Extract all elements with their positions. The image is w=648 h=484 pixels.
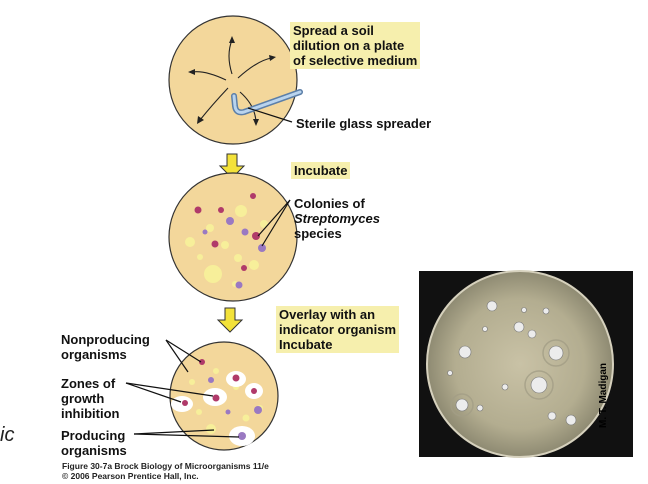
label-colonies: Colonies of Streptomyces species <box>294 196 380 241</box>
label-colonies-line1: Colonies of <box>294 196 365 211</box>
petri-dish-photo <box>419 270 633 458</box>
label-incubate: Incubate <box>291 162 351 179</box>
arrow-down-1 <box>218 153 246 179</box>
label-zones-line3: inhibition <box>61 406 120 421</box>
label-spread: Spread a soil dilution on a plate of sel… <box>290 22 421 69</box>
label-zones-line2: growth <box>61 391 105 406</box>
plate-inhibition <box>125 339 279 451</box>
label-spread-line2: dilution on a plate <box>293 38 405 53</box>
caption-line2: © 2006 Pearson Prentice Hall, Inc. <box>62 470 199 481</box>
photo-credit: M. T. Madigan <box>598 363 609 428</box>
label-overlay-line3: Incubate <box>279 337 333 352</box>
label-spreader: Sterile glass spreader <box>296 116 432 131</box>
figure-caption: Figure 30-7a Brock Biology of Microorgan… <box>62 461 269 481</box>
label-zones: Zones of growth inhibition <box>61 376 119 421</box>
label-overlay: Overlay with an indicator organism Incub… <box>276 306 400 353</box>
label-spread-line3: of selective medium <box>293 53 418 68</box>
arrow-down-2 <box>216 307 244 333</box>
label-colonies-line3: species <box>294 226 342 241</box>
caption-line1: Figure 30-7a Brock Biology of Microorgan… <box>62 461 269 471</box>
label-spread-line1: Spread a soil <box>293 23 374 38</box>
label-overlay-line1: Overlay with an <box>279 307 376 322</box>
label-nonproducing-line2: organisms <box>61 347 127 362</box>
label-zones-line1: Zones of <box>61 376 116 391</box>
plate-spread <box>168 15 303 145</box>
label-nonproducing-line1: Nonproducing <box>61 332 150 347</box>
label-producing: Producing organisms <box>61 428 127 458</box>
label-nonproducing: Nonproducing organisms <box>61 332 150 362</box>
plate-colonies <box>168 172 298 302</box>
label-overlay-line2: indicator organism <box>279 322 397 337</box>
label-producing-line2: organisms <box>61 443 127 458</box>
side-text-fragment: ic <box>0 424 15 446</box>
label-producing-line1: Producing <box>61 428 126 443</box>
label-colonies-line2: Streptomyces <box>294 211 380 226</box>
